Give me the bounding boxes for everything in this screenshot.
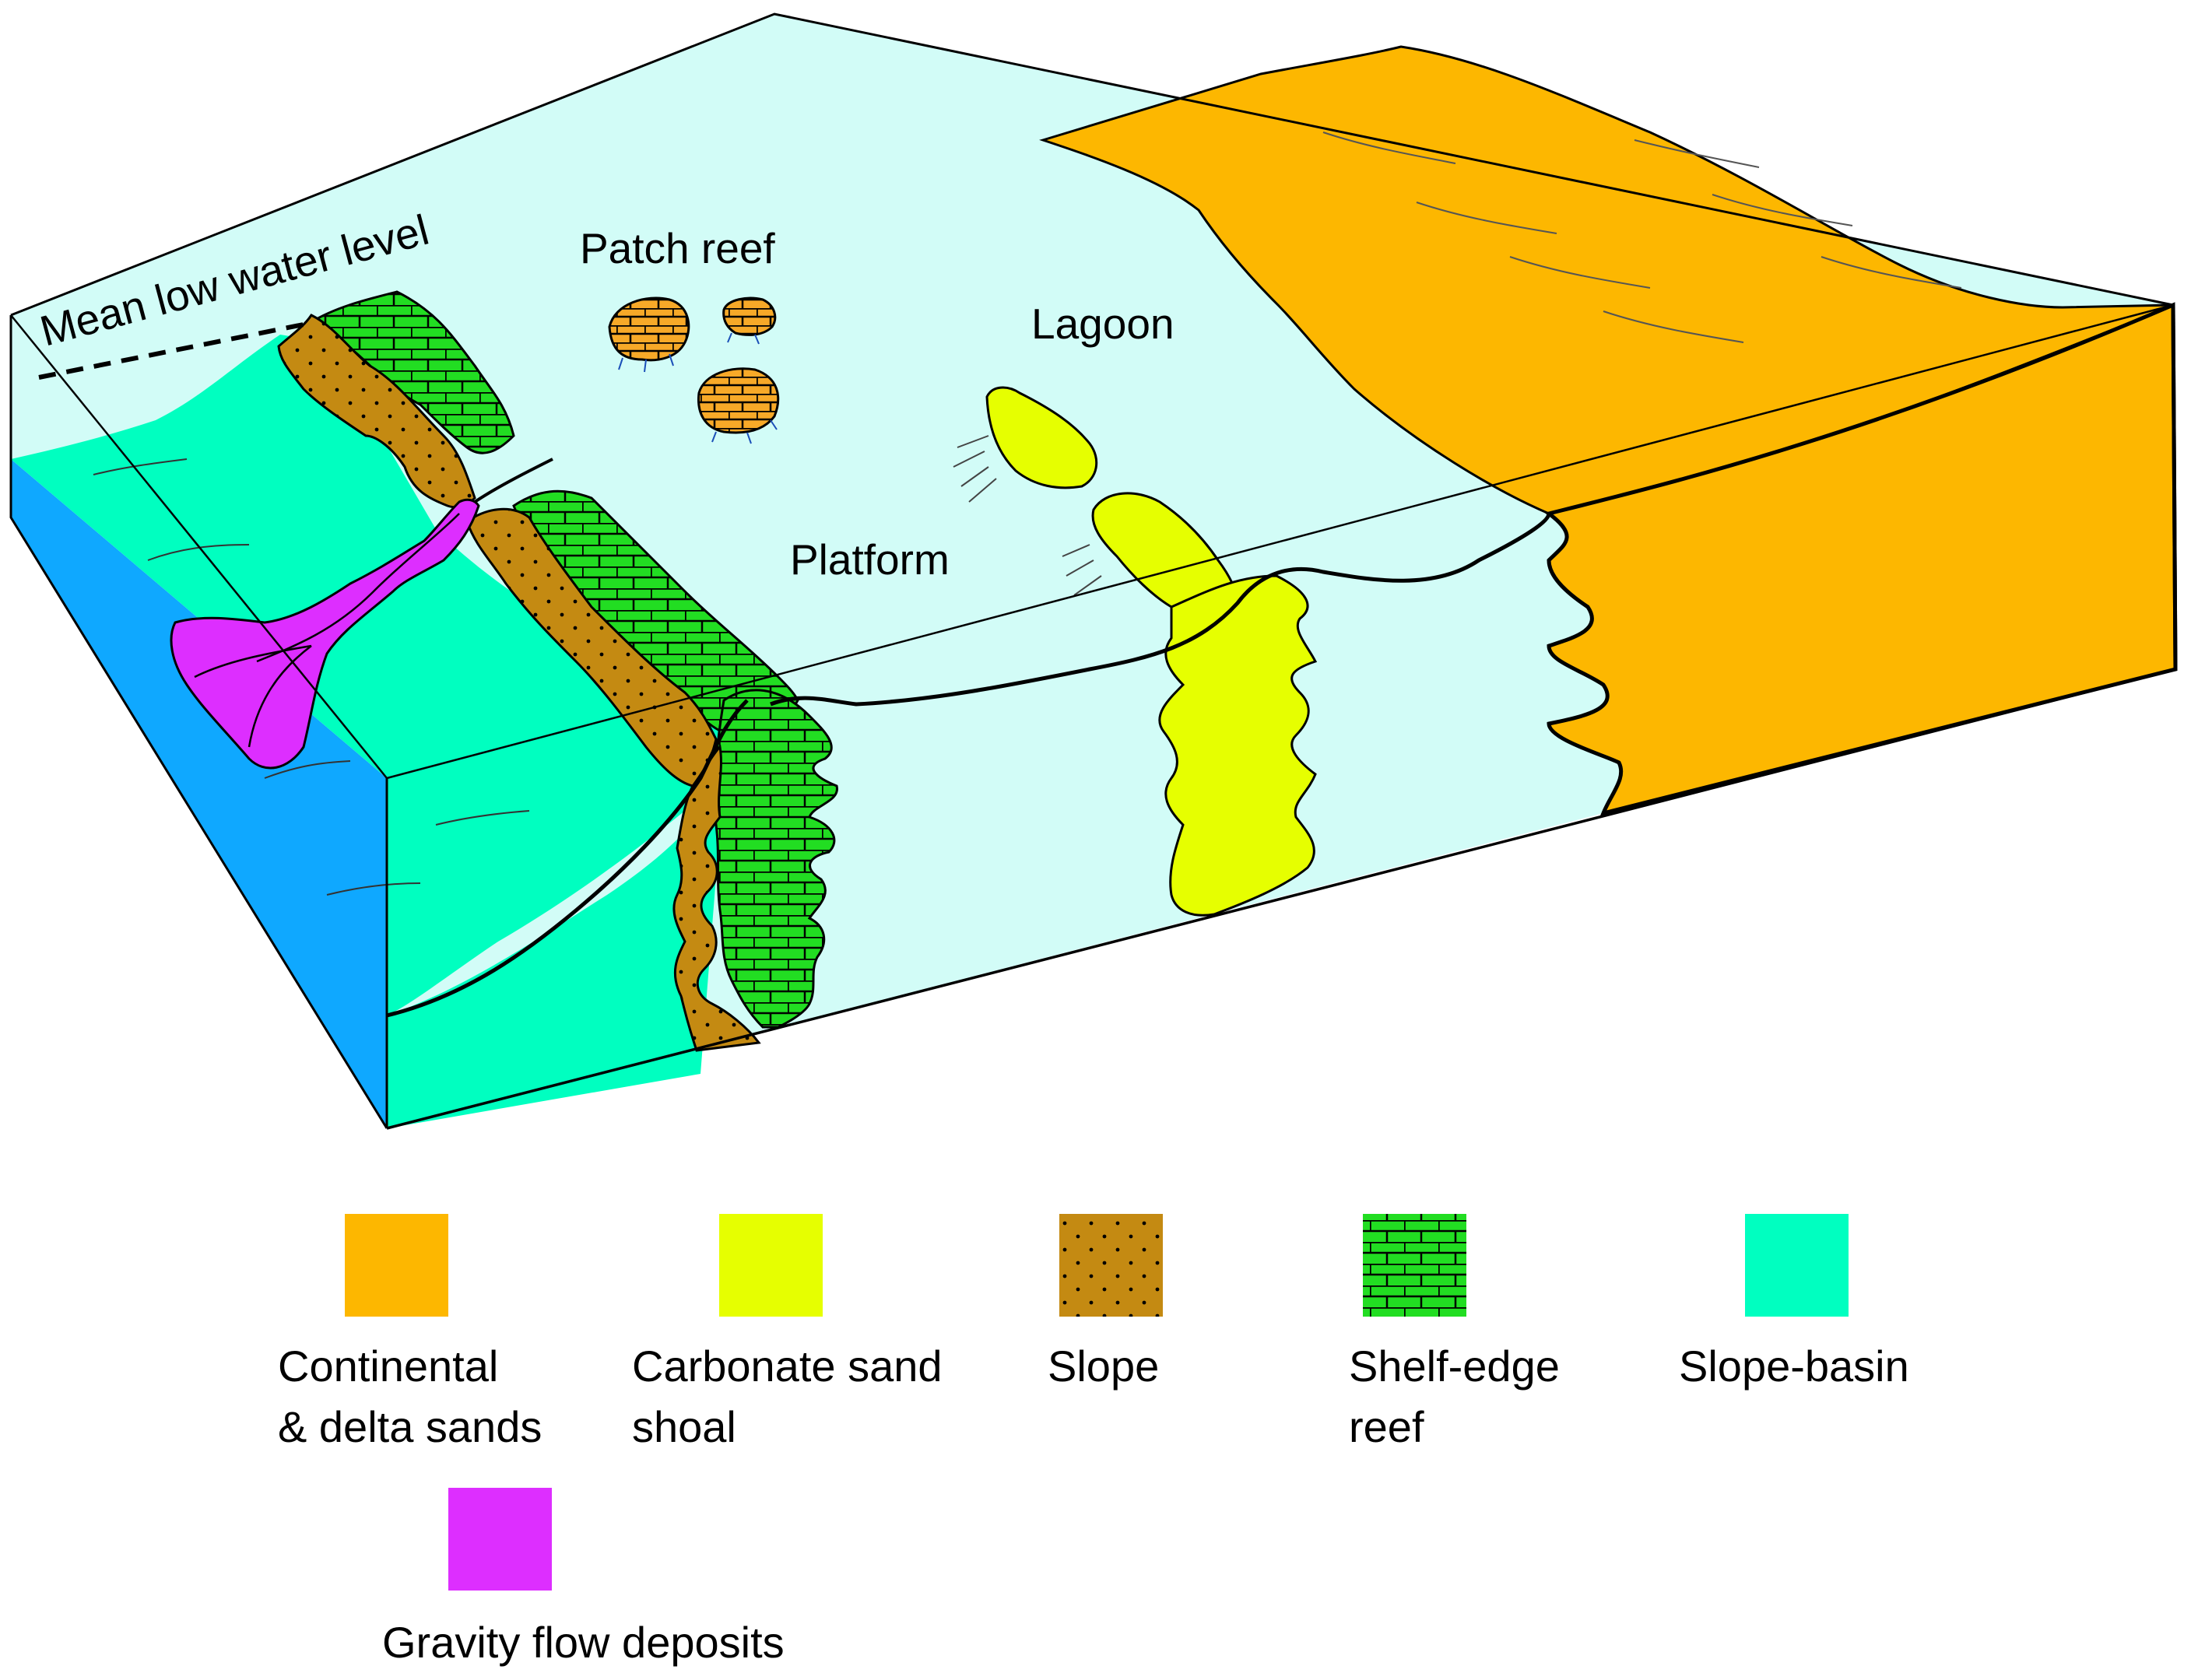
legend-label-gravity-flow: Gravity flow deposits (382, 1618, 785, 1667)
legend-label-sand-shoal-1: Carbonate sand (632, 1342, 943, 1391)
legend-label-continental-1: Continental (278, 1342, 498, 1391)
shelf-edge-reef-front (713, 689, 838, 1029)
legend-item-sand-shoal: Carbonate sand shoal (632, 1214, 943, 1451)
block-diagram-body (9, 12, 2178, 1130)
legend-label-shelf-edge-1: Shelf-edge (1349, 1342, 1560, 1391)
continental-hatches (1322, 132, 1962, 343)
sand-shoal-upper (985, 386, 1098, 489)
slope-basin-surface (11, 335, 794, 1015)
continental-sands-front (1544, 302, 2178, 816)
sand-shoal-front (1158, 574, 1318, 917)
legend-label-continental-2: & delta sands (278, 1402, 542, 1451)
shelf-break-line (770, 513, 1551, 707)
legend-item-shelf-edge-reef: Shelf-edge reef (1349, 1214, 1560, 1451)
basin-side-face (11, 459, 387, 1128)
gravity-flow-deposit (170, 498, 480, 770)
legend-label-sand-shoal-2: shoal (632, 1402, 736, 1451)
legend-swatch-continental (345, 1214, 448, 1317)
shelf-edge-reef-upper (307, 290, 515, 454)
block-edges (9, 12, 2178, 1130)
channel-line (473, 458, 553, 503)
legend-swatch-sand-shoal (719, 1214, 823, 1317)
patch-reef-label: Patch reef (580, 224, 775, 272)
basin-ripples (93, 458, 530, 896)
legend-swatch-slope-basin (1745, 1214, 1849, 1317)
platform-label: Platform (790, 535, 950, 584)
legend-item-slope-basin: Slope-basin (1679, 1214, 1909, 1391)
legend-item-gravity-flow: Gravity flow deposits (382, 1488, 785, 1667)
slope-basin-front (387, 778, 724, 1128)
legend-swatch-shelf-edge-reef (1363, 1214, 1466, 1317)
legend: Continental & delta sands Carbonate sand… (278, 1214, 1909, 1667)
legend-item-continental: Continental & delta sands (278, 1214, 542, 1451)
legend-label-slope-basin: Slope-basin (1679, 1342, 1909, 1391)
water-level-line (38, 321, 312, 380)
patch-reefs (608, 296, 780, 444)
lagoon-label: Lagoon (1031, 300, 1174, 348)
legend-item-slope: Slope (1048, 1214, 1163, 1391)
slope-front (672, 744, 761, 1052)
patch-reef-3 (697, 367, 780, 434)
legend-label-shelf-edge-2: reef (1349, 1402, 1424, 1451)
shoal-ripples (953, 435, 1102, 596)
gravity-flow-lines (194, 513, 460, 748)
shelf-margin-curve (386, 699, 749, 1018)
legend-label-slope: Slope (1048, 1342, 1159, 1391)
legend-swatch-gravity-flow (448, 1488, 552, 1591)
patch-reef-2 (722, 296, 777, 336)
legend-swatch-slope (1059, 1214, 1163, 1317)
patch-reef-1 (608, 296, 690, 362)
